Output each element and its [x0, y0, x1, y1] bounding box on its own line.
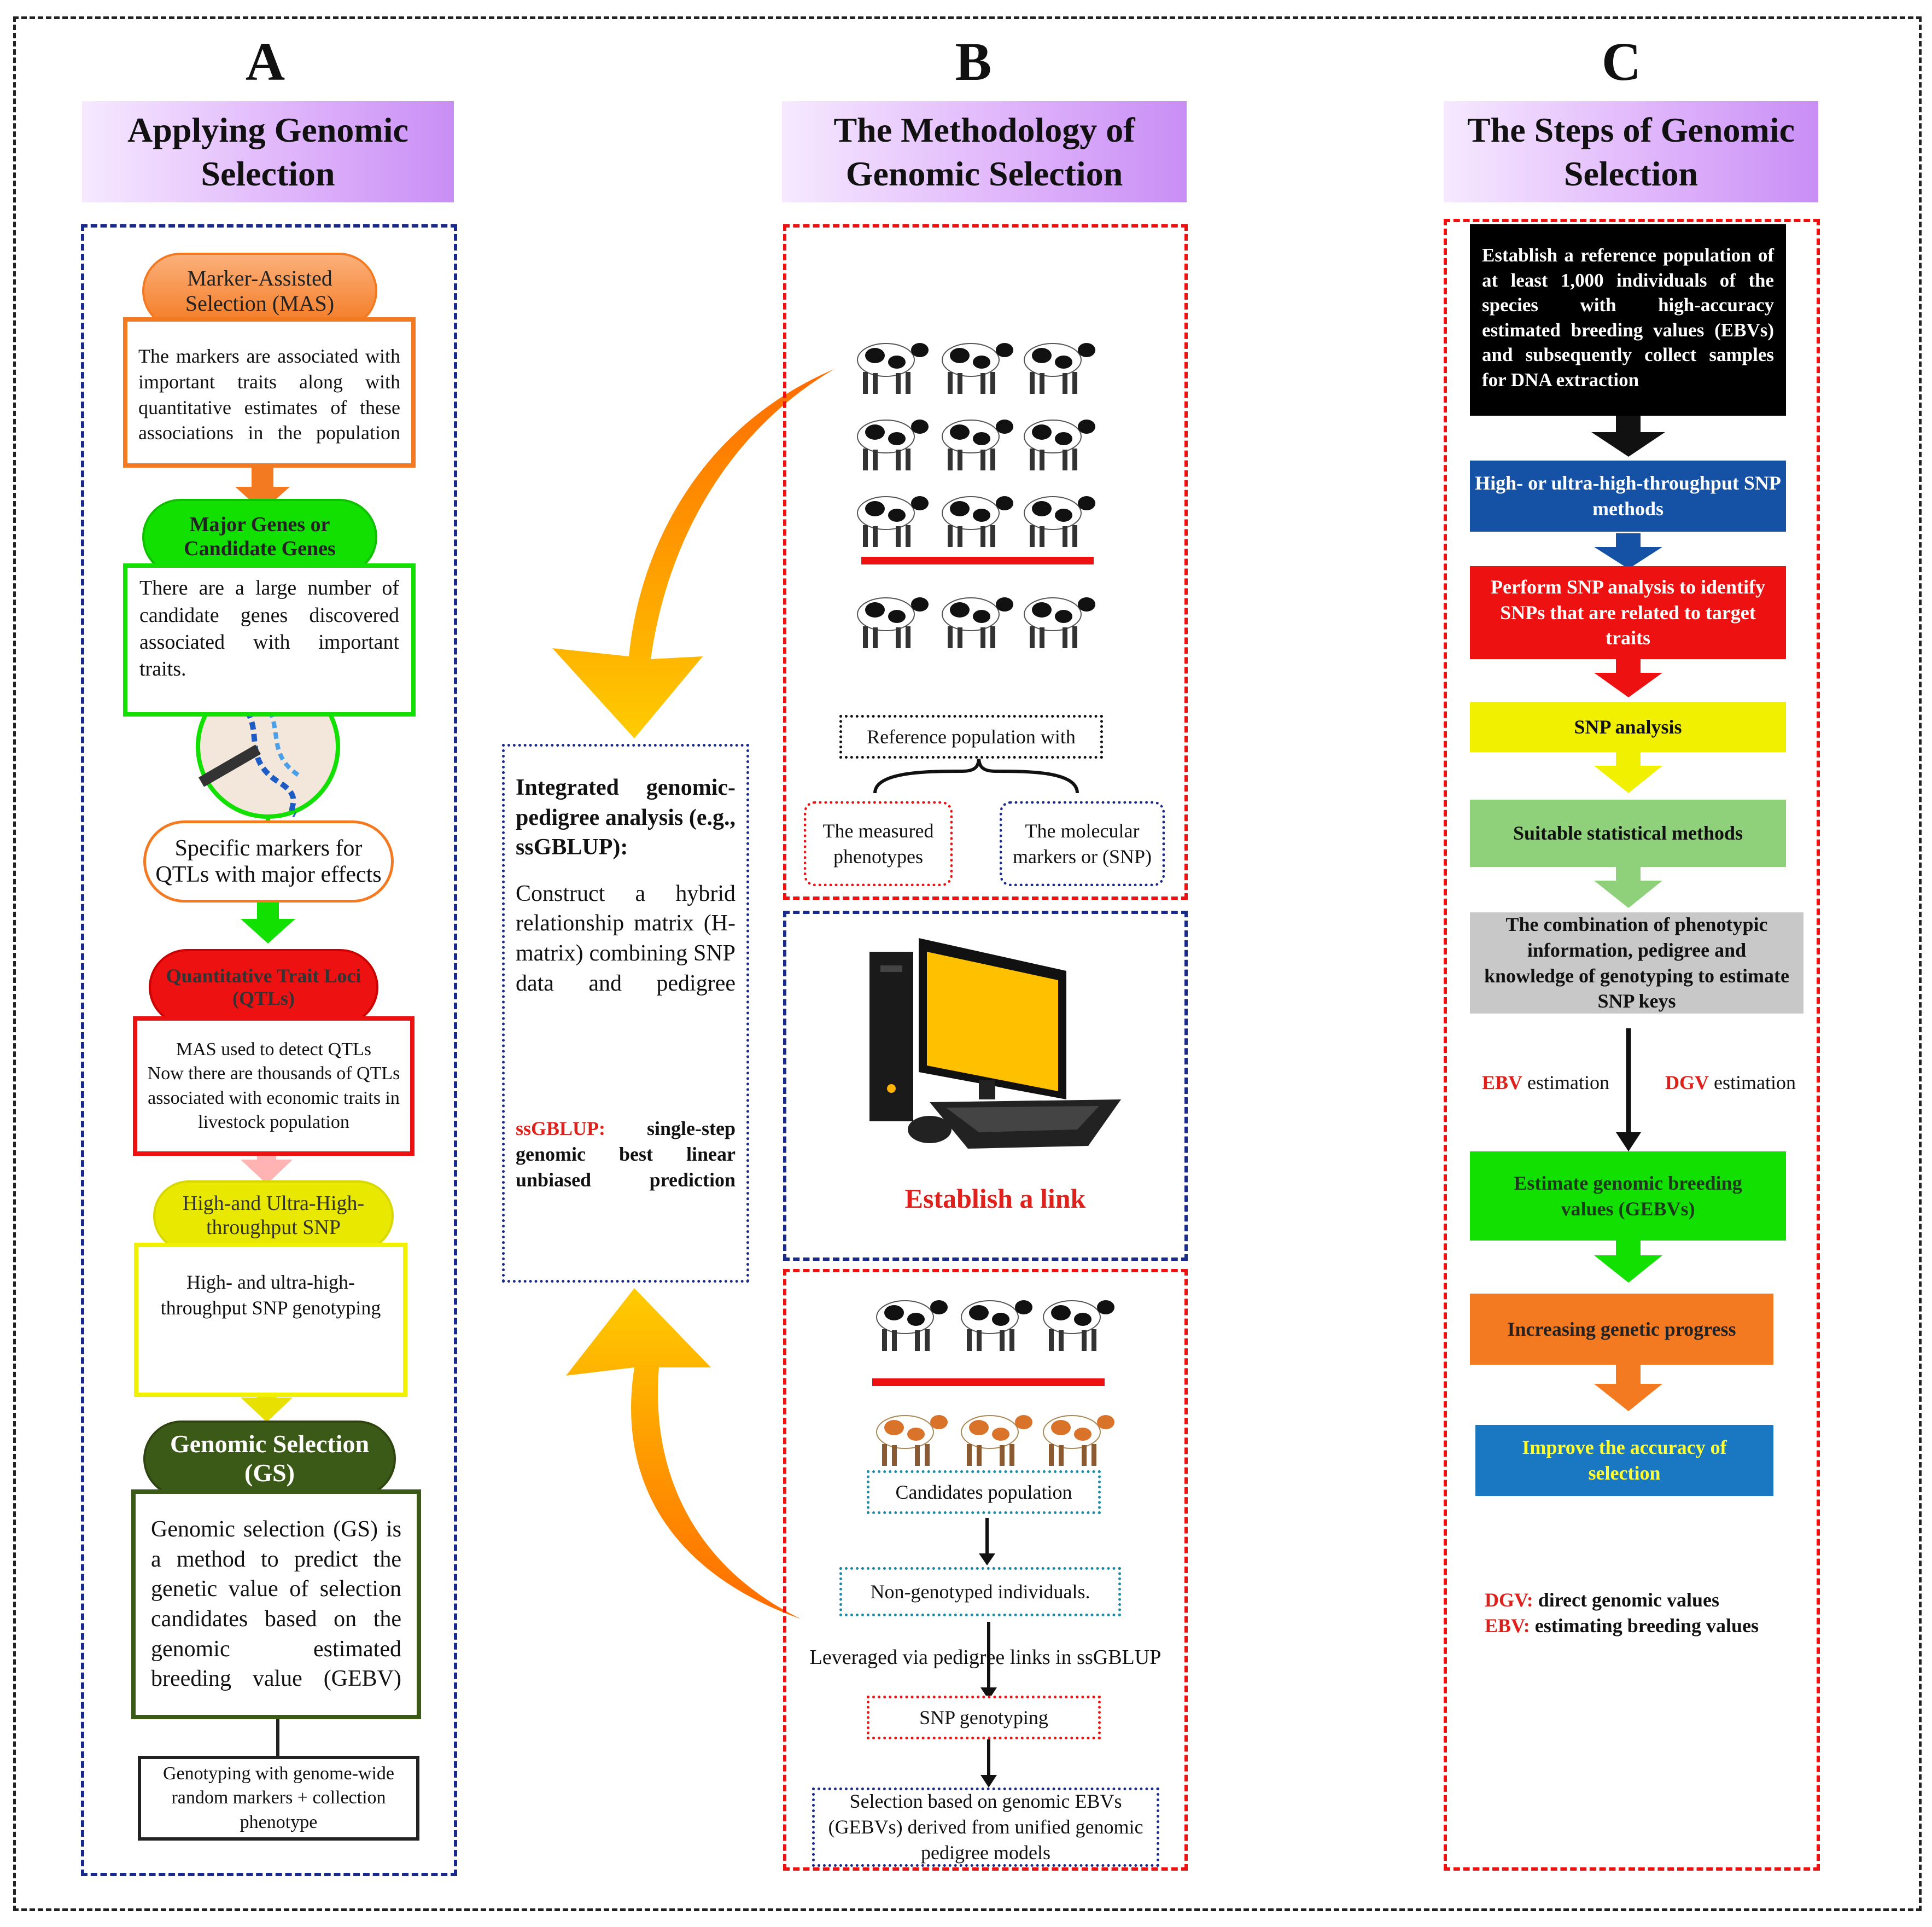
- measured-phenotypes-box: The measured phenotypes: [804, 801, 953, 886]
- legend-ebv-abbr: EBV:: [1485, 1614, 1530, 1637]
- panel-a-frame: [81, 224, 457, 1876]
- ssgblup-definition: ssGBLUP: single-step genomic best linear…: [516, 1116, 736, 1192]
- arrow-down-yellow: [241, 1378, 293, 1422]
- selection-box: Selection based on genomic EBVs (GEBVs) …: [812, 1788, 1159, 1867]
- arrow-down-orange: [235, 468, 290, 511]
- panel-b-candidates-frame: [783, 1269, 1188, 1871]
- step-estimate-gebv: Estimate genomic breeding values (GEBVs): [1470, 1151, 1786, 1241]
- arrow-curve-down: [552, 369, 834, 738]
- step-improve-accuracy: Improve the accuracy of selection: [1475, 1425, 1773, 1496]
- non-genotyped-box: Non-genotyped individuals.: [839, 1567, 1121, 1616]
- panel-b-connectors: [979, 1518, 997, 1788]
- gs-description: Genomic selection (GS) is a method to pr…: [131, 1489, 421, 1719]
- ebv-abbr: EBV: [1482, 1072, 1523, 1093]
- step-perform-snp-analysis: Perform SNP analysis to identify SNPs th…: [1470, 566, 1786, 659]
- dgv-estimation-label: DGV estimation: [1665, 1071, 1796, 1094]
- abbreviation-legend: DGV: direct genomic values EBV: estimati…: [1485, 1587, 1759, 1639]
- panel-b-letter: B: [955, 31, 992, 92]
- molecular-markers-box: The molecular markers or (SNP): [1000, 801, 1165, 886]
- gs-label: Genomic Selection (GS): [143, 1420, 396, 1497]
- computer-image: [869, 938, 1121, 1149]
- snp-genotyping-box: SNP genotyping: [867, 1696, 1101, 1739]
- step-statistical-methods: Suitable statistical methods: [1470, 800, 1786, 867]
- qtl-label: Quantitative Trait Loci (QTLs): [149, 949, 378, 1026]
- qtl-text-1: MAS used to detect QTLs: [176, 1039, 371, 1060]
- specific-markers-label: Specific markers for QTLs with major eff…: [143, 820, 394, 903]
- legend-ebv-text: estimating breeding values: [1530, 1614, 1759, 1637]
- legend-ebv: EBV: estimating breeding values: [1485, 1613, 1759, 1639]
- panel-c-title: The Steps of Genomic Selection: [1444, 101, 1818, 202]
- step-genetic-progress: Increasing genetic progress: [1470, 1294, 1773, 1365]
- panel-b-title: The Methodology of Genomic Selection: [782, 101, 1187, 202]
- step-snp-analysis: SNP analysis: [1470, 702, 1786, 752]
- major-genes-description: There are a large number of candidate ge…: [123, 563, 416, 717]
- step-reference-population: Establish a reference population of at l…: [1470, 224, 1786, 416]
- panel-c-frame: [1444, 219, 1820, 1871]
- panel-b-link-frame: [783, 911, 1188, 1261]
- panel-a-letter: A: [245, 31, 285, 92]
- outer-frame: [13, 16, 1922, 1911]
- panel-a-title: Applying Genomic Selection: [82, 101, 454, 202]
- ssgblup-text: single-step genomic best linear unbiased…: [516, 1117, 736, 1191]
- mas-description: The markers are associated with importan…: [123, 317, 416, 468]
- legend-dgv-abbr: DGV:: [1485, 1589, 1533, 1611]
- leveraged-text: Leveraged via pedigree links in ssGBLUP: [809, 1646, 1161, 1669]
- candidate-cows: [872, 1300, 1115, 1466]
- dgv-est-text: estimation: [1709, 1072, 1796, 1093]
- snp-label: High-and Ultra-High-throughput SNP: [153, 1180, 394, 1251]
- genotyping-box: Genotyping with genome-wide random marke…: [138, 1756, 419, 1841]
- qtl-text-2: Now there are thousands of QTLs associat…: [147, 1063, 400, 1132]
- reference-cows: [857, 342, 1096, 649]
- step-combination: The combination of phenotypic informatio…: [1470, 912, 1803, 1014]
- arrow-down-green: [241, 903, 295, 944]
- candidates-population-box: Candidates population: [867, 1470, 1101, 1514]
- panel-c-arrows: [1591, 416, 1665, 1411]
- arrow-curve-up: [566, 1288, 801, 1619]
- arrow-down-pink: [241, 1143, 293, 1184]
- qtl-description: MAS used to detect QTLs Now there are th…: [133, 1016, 415, 1156]
- legend-dgv: DGV: direct genomic values: [1485, 1587, 1759, 1613]
- panel-b-reference-frame: [783, 224, 1188, 900]
- step-snp-methods: High- or ultra-high-throughput SNP metho…: [1470, 461, 1786, 532]
- ebv-estimation-label: EBV estimation: [1482, 1071, 1609, 1094]
- legend-dgv-text: direct genomic values: [1533, 1589, 1719, 1611]
- snp-description: High- and ultra-high-throughput SNP geno…: [134, 1243, 407, 1397]
- ebv-est-text: estimation: [1522, 1072, 1610, 1093]
- ssgblup-abbr: ssGBLUP:: [516, 1117, 606, 1140]
- dgv-abbr: DGV: [1665, 1072, 1709, 1093]
- integrated-body: Construct a hybrid relationship matrix (…: [516, 881, 736, 996]
- integrated-heading: Integrated genomic-pedigree analysis (e.…: [516, 775, 736, 860]
- establish-link-label: Establish a link: [904, 1183, 1086, 1214]
- mas-label: Marker-Assisted Selection (MAS): [142, 253, 377, 329]
- integrated-box: Integrated genomic-pedigree analysis (e.…: [502, 744, 749, 1283]
- panel-c-letter: C: [1601, 31, 1642, 92]
- reference-population-box: Reference population with: [839, 715, 1103, 759]
